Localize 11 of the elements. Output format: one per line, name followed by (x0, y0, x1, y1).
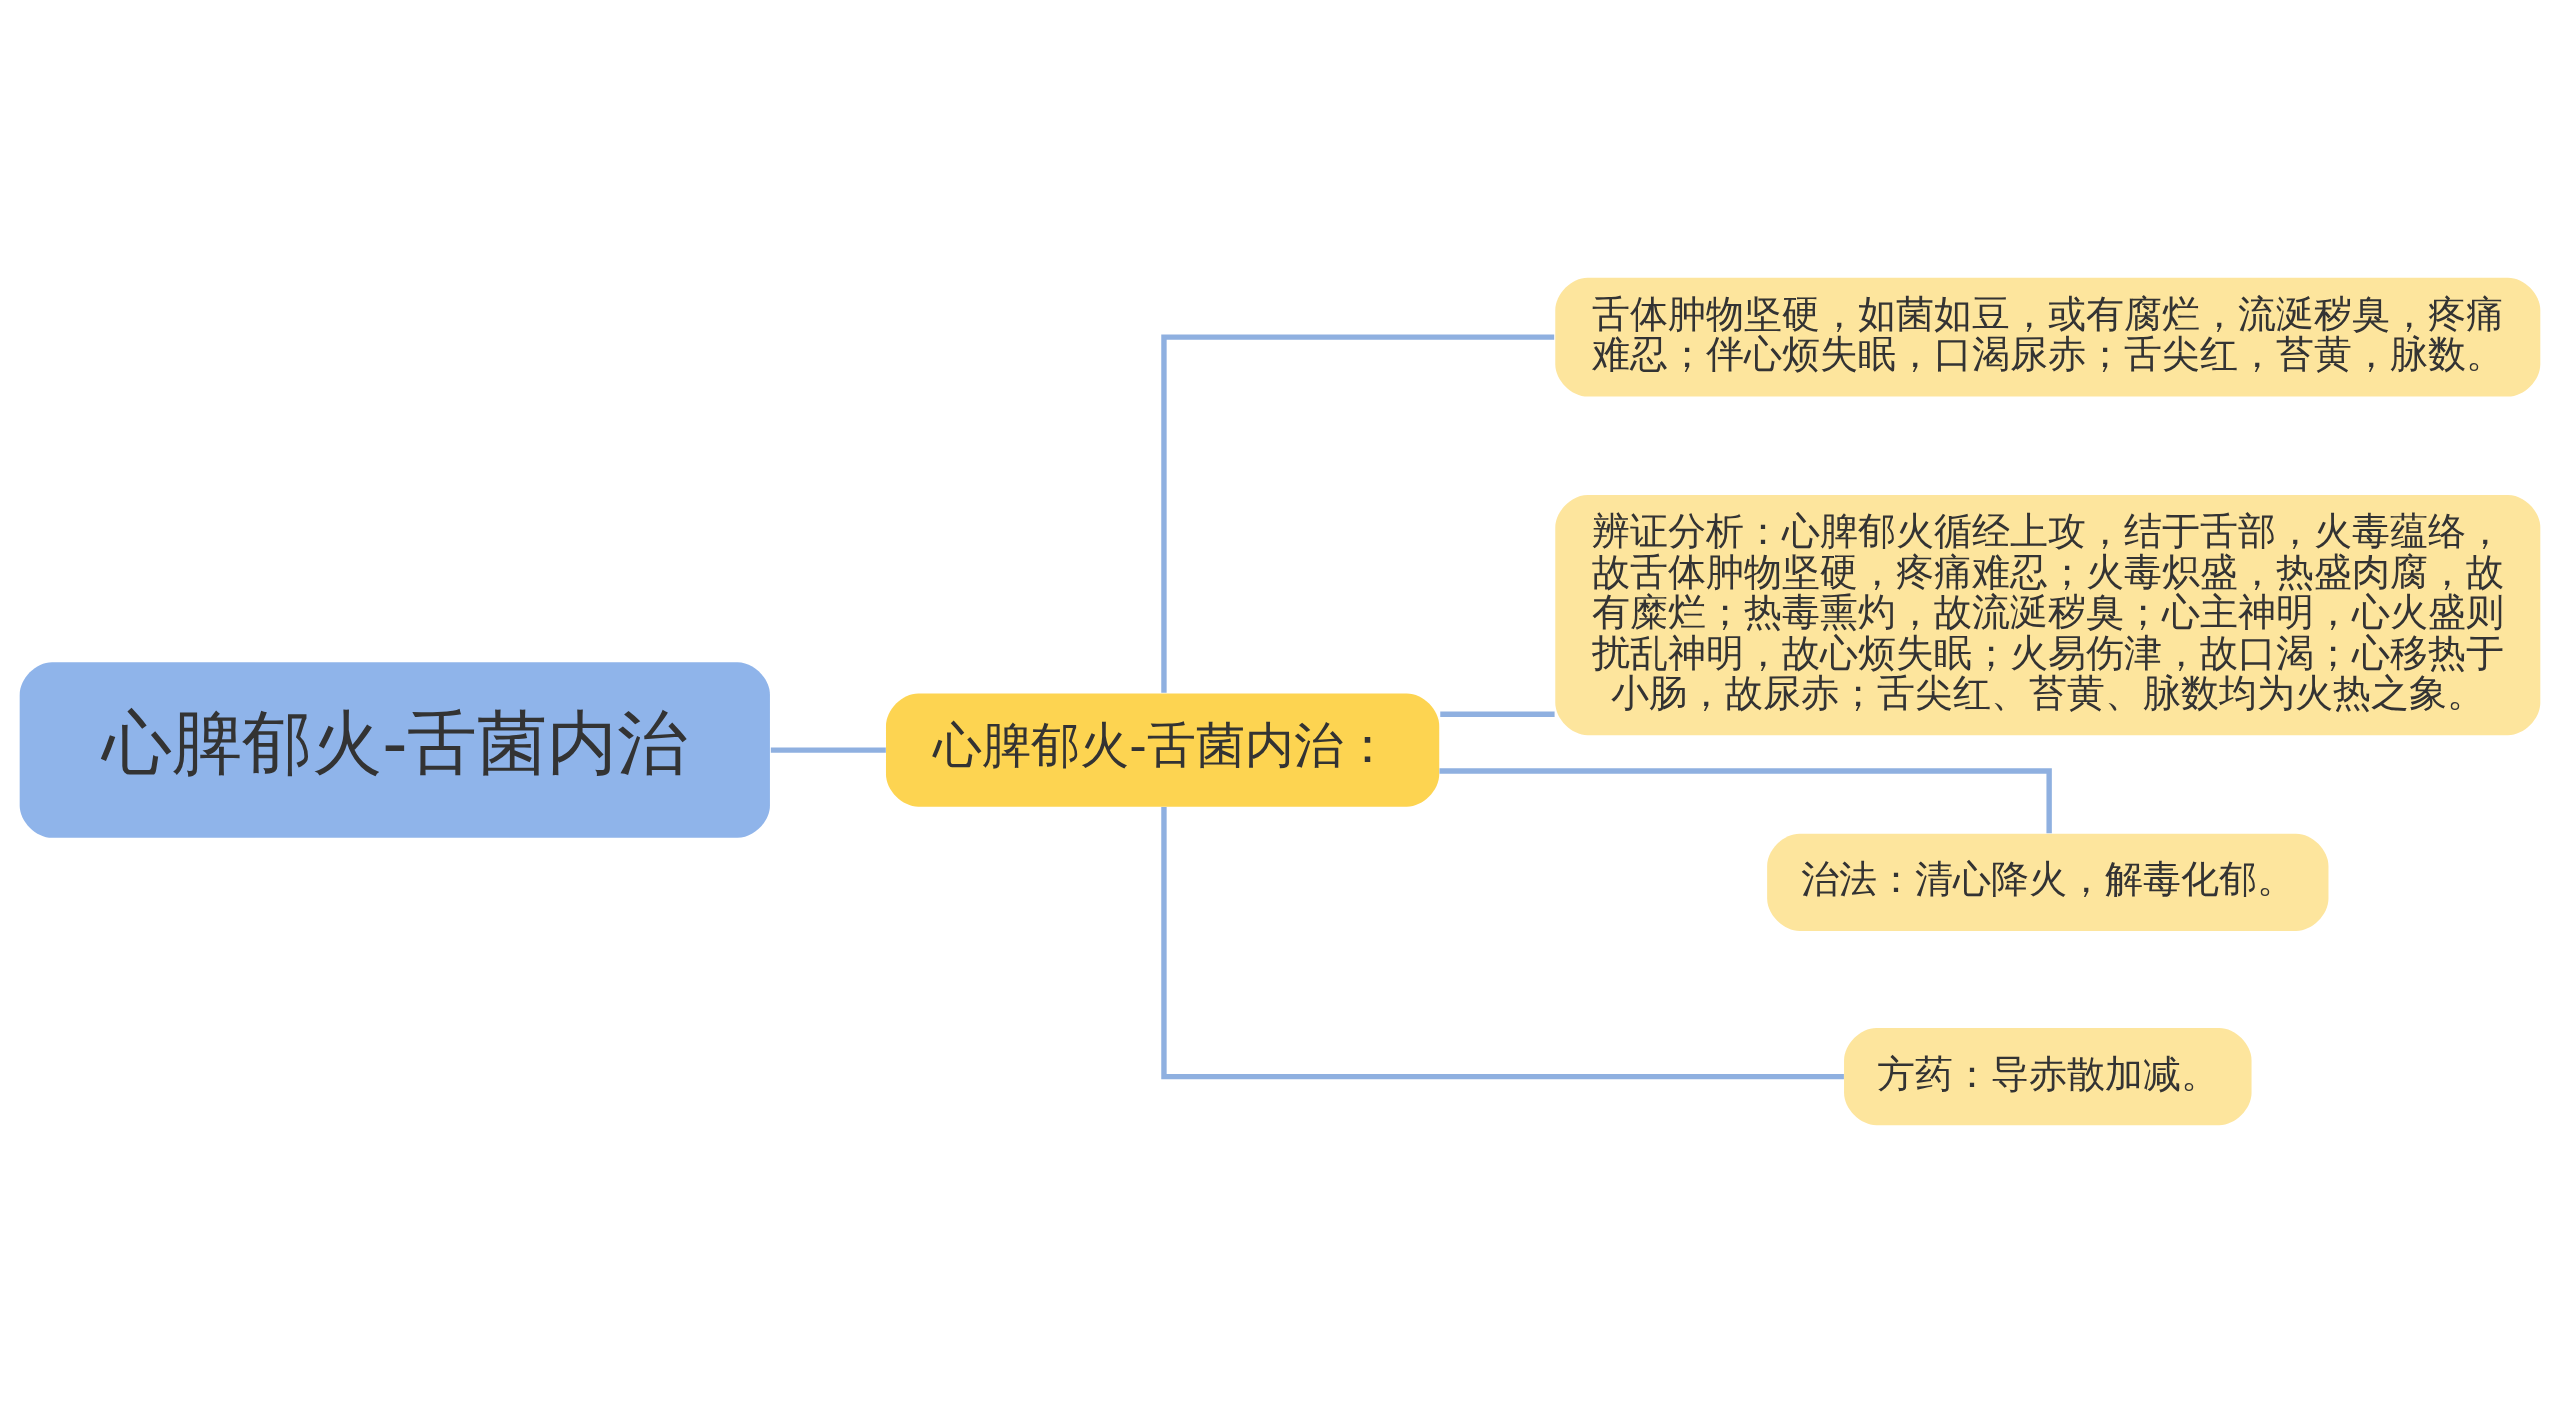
connector (1439, 767, 2052, 833)
node-box: 心脾郁火-舌菌内治 (19, 661, 770, 838)
node-box: 辨证分析：心脾郁火循经上攻，结于舌部，火毒蕴络，故舌体肿物坚硬，疼痛难忍；火毒炽盛，热盛肉腐，故有糜烂；热毒熏灼，故流涎秽臭；心主神明，心火盛则扰乱神明，故心烦失眠；火易伤津，故口渴；心移热于小肠，故尿赤；舌尖红、苔黄、脉数均为火热之象。 (1555, 494, 2541, 735)
connector (1440, 711, 1555, 717)
node-box: 方药：导赤散加减。 (1844, 1027, 2252, 1125)
connector (770, 746, 886, 753)
connector (1161, 333, 1555, 693)
node-box: 舌体肿物坚硬，如菌如豆，或有腐烂，流涎秽臭，疼痛难忍；伴心烦失眠，口渴尿赤；舌尖红，苔黄，脉数。 (1555, 277, 2541, 397)
node-box: 心脾郁火-舌菌内治： (886, 692, 1440, 807)
connector (1161, 806, 1844, 1079)
node-box: 治法：清心降火，解毒化郁。 (1767, 833, 2329, 931)
